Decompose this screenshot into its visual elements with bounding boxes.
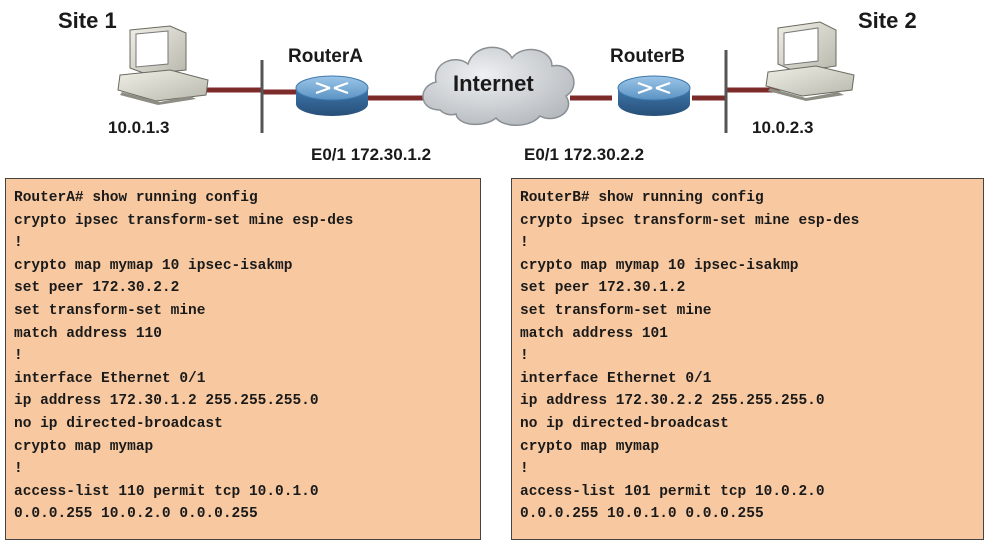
config-line: crypto map mymap 10 ipsec-isakmp	[14, 257, 293, 274]
config-line: access-list 101 permit tcp 10.0.2.0	[520, 483, 825, 500]
config-line: match address 110	[14, 325, 162, 342]
config-line: !	[14, 348, 23, 365]
config-line: !	[520, 461, 529, 478]
config-line: 0.0.0.255 10.0.2.0 0.0.0.255	[14, 506, 258, 523]
routerA-port-label: E0/1 172.30.1.2	[311, 145, 432, 164]
internet-cloud-icon	[422, 46, 575, 126]
config-line: crypto map mymap	[520, 438, 660, 455]
routerA-icon	[295, 75, 369, 116]
config-line: set peer 172.30.2.2	[14, 280, 180, 297]
routerA-config-panel: RouterA# show running config crypto ipse…	[5, 178, 481, 540]
config-line: !	[520, 348, 529, 365]
config-line: ip address 172.30.2.2 255.255.255.0	[520, 393, 825, 410]
routerB-label: RouterB	[610, 46, 685, 67]
site2-ip: 10.0.2.3	[752, 118, 814, 137]
routerB-config-panel: RouterB# show running config crypto ipse…	[511, 178, 984, 540]
site1-ip: 10.0.1.3	[108, 118, 170, 137]
site1-computer-icon	[117, 25, 209, 105]
config-line: set transform-set mine	[14, 302, 206, 319]
routerB-icon	[617, 75, 691, 116]
routerB-port-label: E0/1 172.30.2.2	[524, 145, 645, 164]
config-line: crypto ipsec transform-set mine esp-des	[14, 212, 354, 229]
config-line: RouterB# show running config	[520, 190, 764, 206]
config-line: ip address 172.30.1.2 255.255.255.0	[14, 393, 319, 410]
config-line: !	[520, 235, 529, 252]
internet-label: Internet	[453, 71, 534, 96]
config-line: crypto map mymap	[14, 438, 154, 455]
config-line: set peer 172.30.1.2	[520, 280, 686, 297]
config-line: access-list 110 permit tcp 10.0.1.0	[14, 483, 319, 500]
config-line: interface Ethernet 0/1	[520, 370, 712, 387]
config-line: RouterA# show running config	[14, 190, 258, 206]
config-line: !	[14, 235, 23, 252]
config-line: 0.0.0.255 10.0.1.0 0.0.0.255	[520, 506, 764, 523]
config-line: interface Ethernet 0/1	[14, 370, 206, 387]
network-diagram	[117, 21, 855, 133]
routerA-label: RouterA	[288, 46, 363, 67]
config-line: set transform-set mine	[520, 302, 712, 319]
config-line: no ip directed-broadcast	[520, 415, 729, 432]
config-line: no ip directed-broadcast	[14, 415, 223, 432]
config-line: crypto map mymap 10 ipsec-isakmp	[520, 257, 799, 274]
site1-label: Site 1	[58, 8, 117, 33]
config-line: !	[14, 461, 23, 478]
config-line: crypto ipsec transform-set mine esp-des	[520, 212, 860, 229]
network-links	[190, 87, 780, 101]
site2-computer-icon	[765, 21, 855, 101]
config-line: match address 101	[520, 325, 668, 342]
site2-label: Site 2	[858, 8, 917, 33]
